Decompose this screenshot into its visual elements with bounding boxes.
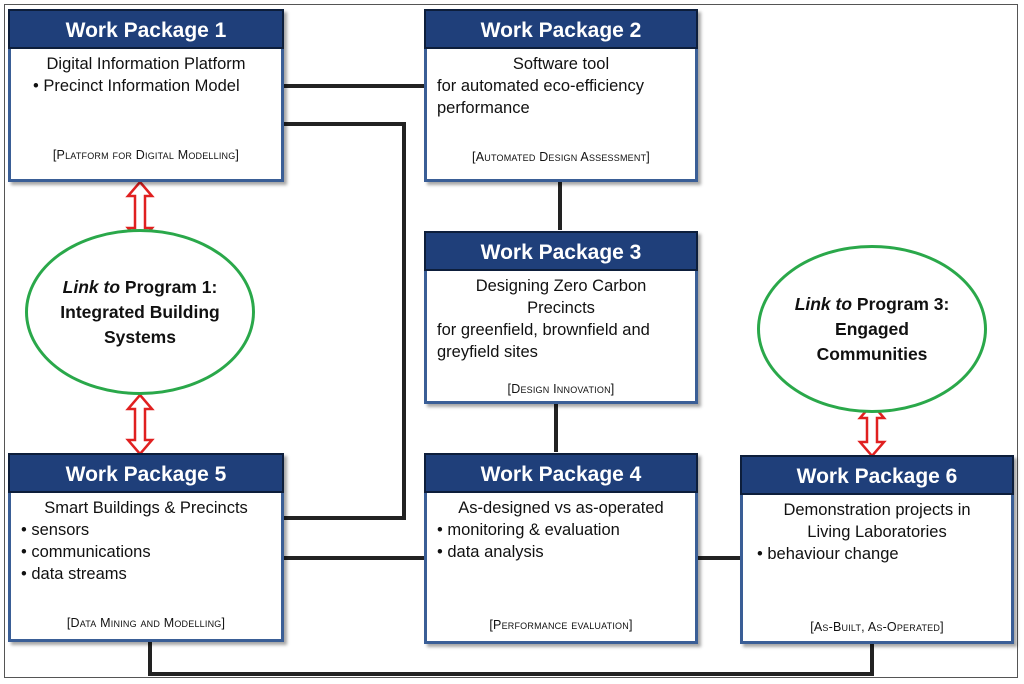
work-package-6-tag: [As-Built, As-Operated] xyxy=(810,620,944,634)
link-program-1-line3: Systems xyxy=(103,326,176,347)
work-package-2-header: Work Package 2 xyxy=(424,9,698,49)
work-package-4-tag: [Performance evaluation] xyxy=(489,618,633,632)
work-package-6-title-line2: Living Laboratories xyxy=(807,523,947,541)
work-package-3-sub-line: greyfield sites xyxy=(437,343,538,361)
link-program-3-prefix: Link to xyxy=(794,293,853,314)
work-package-1: Work Package 1 Digital Information Platf… xyxy=(8,9,284,182)
work-package-5-item: data streams xyxy=(21,563,271,585)
work-package-6: Work Package 6 Demonstration projects in… xyxy=(740,455,1014,644)
work-package-5-tag: [Data Mining and Modelling] xyxy=(66,616,226,630)
work-package-3: Work Package 3 Designing Zero Carbon Pre… xyxy=(424,231,698,404)
work-package-6-title: Demonstration projects in xyxy=(783,501,971,519)
work-package-4-item: monitoring & evaluation xyxy=(437,519,685,541)
connector-wp5-wp6 xyxy=(148,642,874,676)
work-package-5-title: Smart Buildings & Precincts xyxy=(44,499,248,517)
work-package-4-item: data analysis xyxy=(437,541,685,563)
work-package-5-item: communications xyxy=(21,541,271,563)
work-package-4-header: Work Package 4 xyxy=(424,453,698,493)
link-program-3-ellipse: Link to Program 3: Engaged Communities xyxy=(757,245,987,413)
link-program-3-line1: Program 3: xyxy=(856,293,950,314)
work-package-5-header: Work Package 5 xyxy=(8,453,284,493)
link-program-3-line2: Engaged xyxy=(835,318,909,339)
work-package-1-header: Work Package 1 xyxy=(8,9,284,49)
diagram-frame xyxy=(4,4,1018,678)
work-package-2-sub-line: performance xyxy=(437,99,530,117)
work-package-2-sub-line: for automated eco-efficiency xyxy=(437,77,644,95)
work-package-3-title: Designing Zero Carbon xyxy=(475,277,647,295)
work-package-3-title-line2: Precincts xyxy=(527,299,595,317)
link-program-1-line2: Integrated Building xyxy=(60,301,220,322)
work-package-6-header: Work Package 6 xyxy=(740,455,1014,495)
work-package-5-item: sensors xyxy=(21,519,271,541)
link-program-1-prefix: Link to xyxy=(62,276,121,297)
work-package-6-item: behaviour change xyxy=(753,543,1001,565)
link-program-1-line1: Program 1: xyxy=(124,276,218,297)
work-package-1-item: Precinct Information Model xyxy=(21,75,271,97)
work-package-4-title: As-designed vs as-operated xyxy=(458,499,664,517)
work-package-5: Work Package 5 Smart Buildings & Precinc… xyxy=(8,453,284,642)
work-package-2-title: Software tool xyxy=(512,55,610,73)
link-program-3-line3: Communities xyxy=(816,343,928,364)
work-package-2-tag: [Automated Design Assessment] xyxy=(472,150,650,164)
work-package-4: Work Package 4 As-designed vs as-operate… xyxy=(424,453,698,644)
work-package-3-header: Work Package 3 xyxy=(424,231,698,271)
connector-wp1-wp5 xyxy=(284,122,406,520)
work-package-1-title: Digital Information Platform xyxy=(46,55,246,73)
work-package-3-sub-line: for greenfield, brownfield and xyxy=(437,321,650,339)
work-package-2: Work Package 2 Software tool for automat… xyxy=(424,9,698,182)
double-arrow-program1-wp5 xyxy=(125,393,155,456)
work-package-3-tag: [Design Innovation] xyxy=(507,382,615,396)
link-program-1-ellipse: Link to Program 1: Integrated Building S… xyxy=(25,229,255,395)
work-package-1-tag: [Platform for Digital Modelling] xyxy=(52,148,240,162)
